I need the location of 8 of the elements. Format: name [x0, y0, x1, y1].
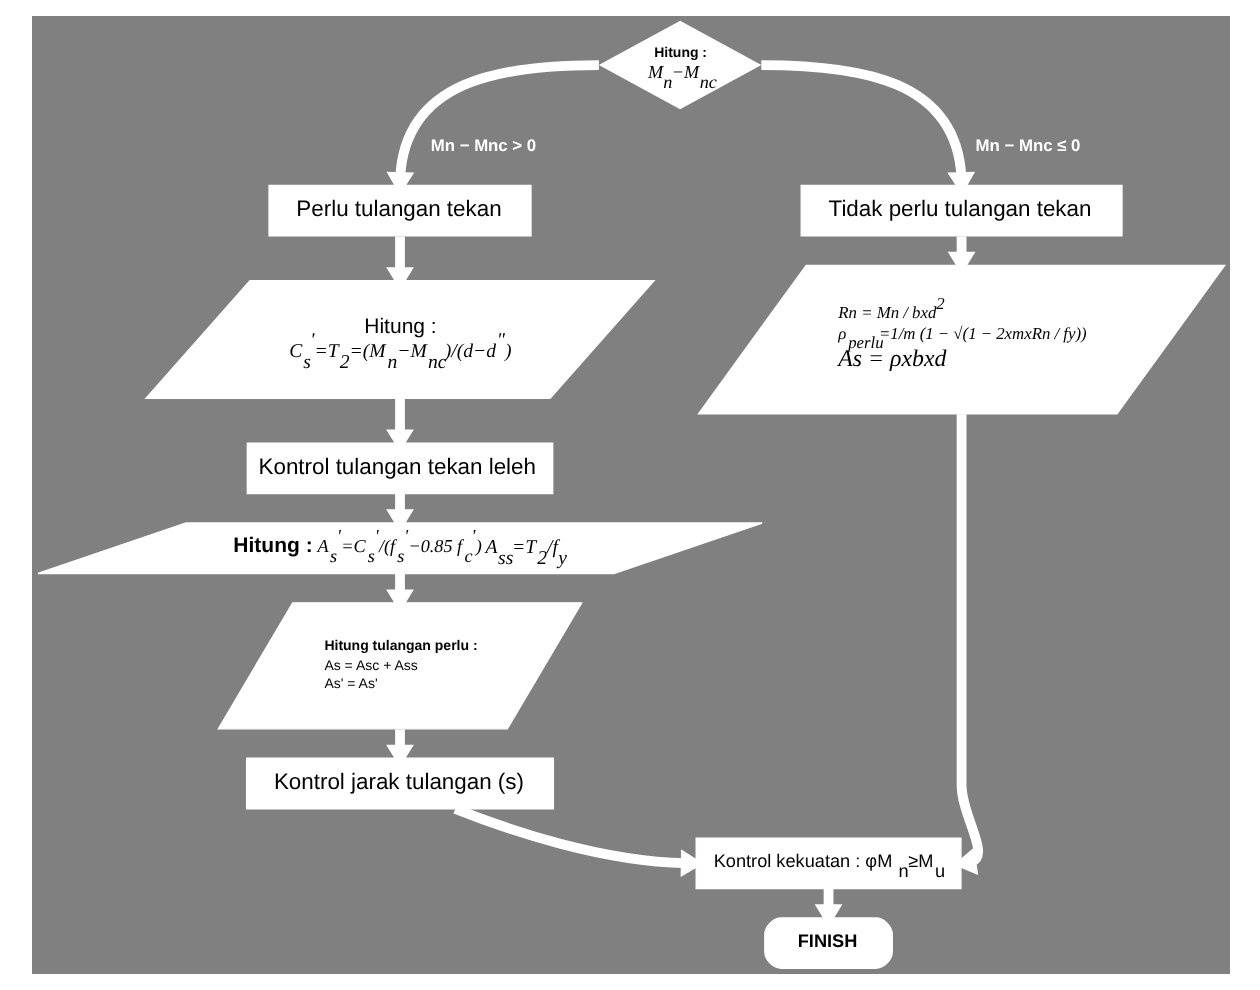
node-box: FINISH	[763, 917, 892, 970]
arrow	[952, 414, 982, 876]
node-box: Perlu tulangan tekan	[267, 184, 531, 237]
edge-label: Mn − Mnc ≤ 0	[974, 134, 1080, 155]
node-box: Kontrol jarak tulangan (s)	[244, 757, 554, 810]
edge-label: Mn − Mnc > 0	[429, 134, 536, 155]
node-box: Kontrol tulangan tekan leleh	[245, 442, 553, 495]
node-box: Tidak perlu tulangan tekan	[799, 184, 1122, 237]
